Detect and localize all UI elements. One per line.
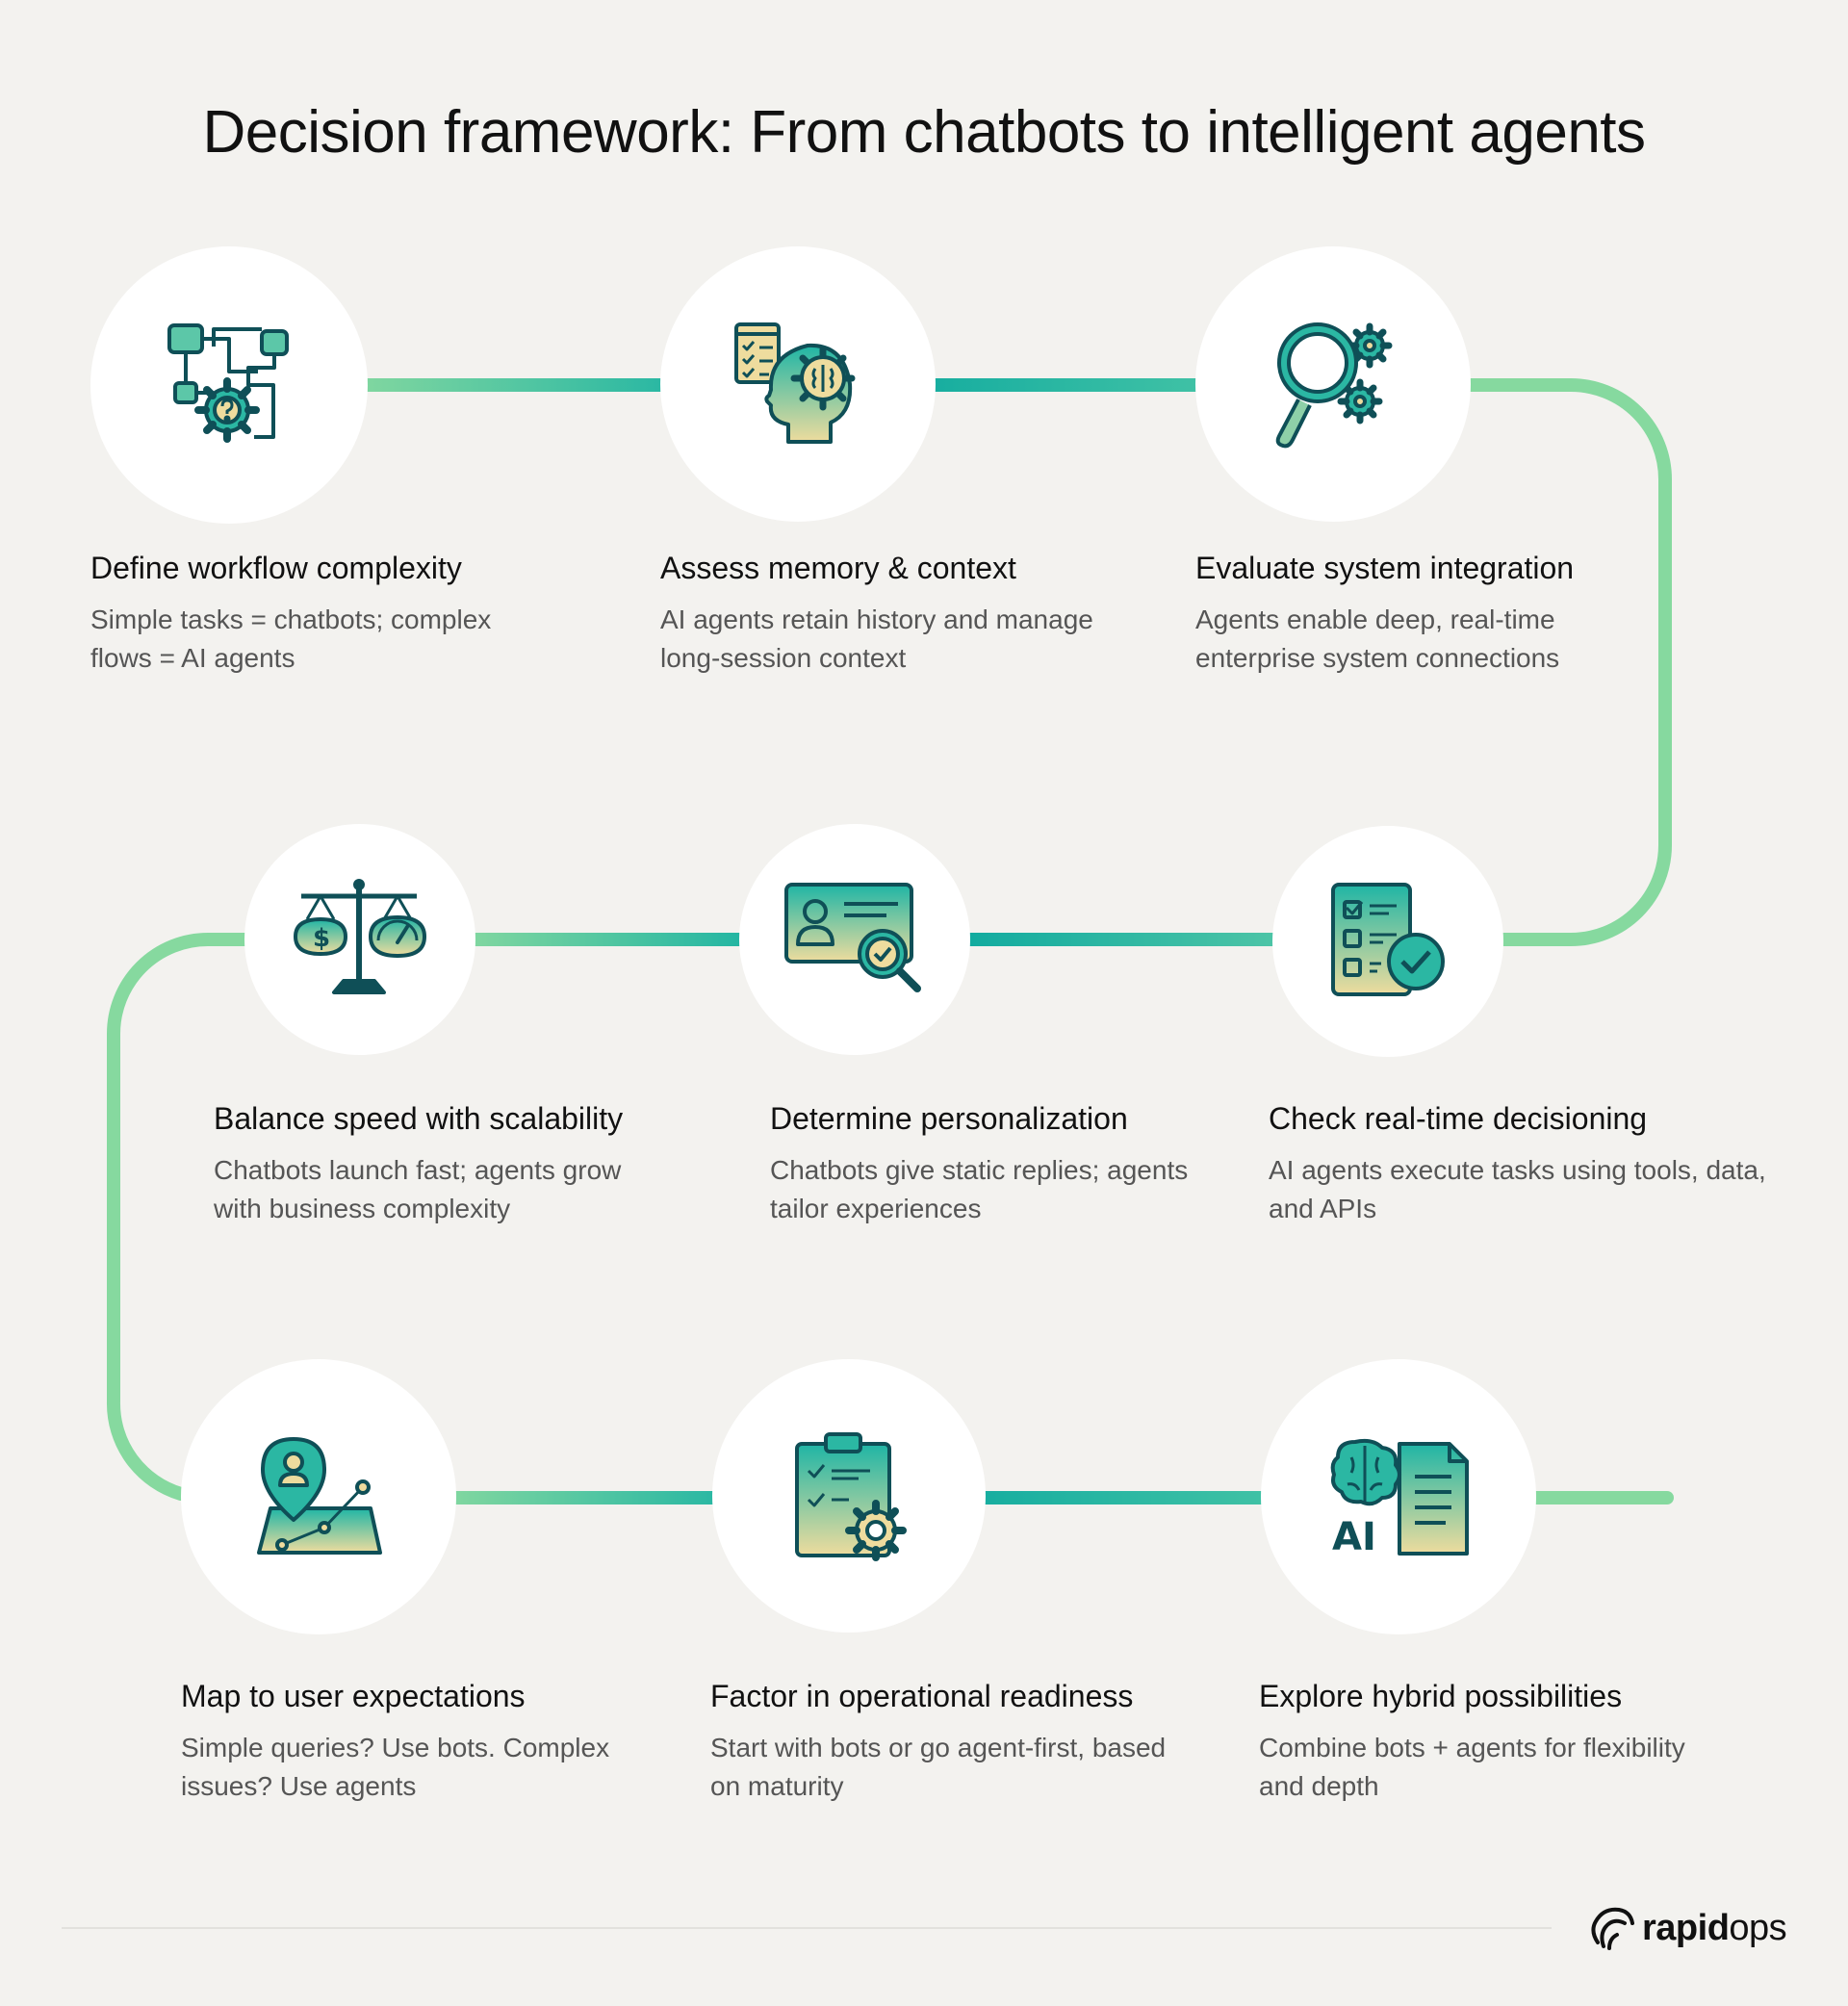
- step-title-7: Map to user expectations: [181, 1679, 526, 1713]
- magnifier-gears-icon: [1275, 322, 1393, 449]
- step-circle-6: $: [244, 824, 475, 1055]
- step-circle-2: [660, 246, 936, 522]
- step-title-9: Explore hybrid possibilities: [1259, 1679, 1623, 1713]
- step-desc-8: Start with bots or go agent-first, based…: [710, 1733, 1167, 1801]
- profile-card-icon: [784, 883, 921, 992]
- step-title-1: Define workflow complexity: [90, 551, 462, 585]
- ai-document-icon: AI: [1330, 1438, 1469, 1559]
- step-desc-5: Chatbots give static replies; agents tai…: [770, 1155, 1189, 1223]
- step-circle-5: [739, 824, 970, 1055]
- step-desc-9: Combine bots + agents for flexibility an…: [1259, 1733, 1685, 1801]
- scale-icon: $: [294, 879, 426, 994]
- step-circle-3: [1195, 246, 1471, 522]
- map-pin-icon: [257, 1437, 382, 1555]
- brand-logo: rapidops: [1588, 1904, 1787, 1952]
- step-desc-6: Chatbots launch fast; agents grow with b…: [214, 1155, 622, 1223]
- step-desc-1: Simple tasks = chatbots; complex flows =…: [90, 604, 492, 673]
- step-title-6: Balance speed with scalability: [214, 1101, 624, 1136]
- brand-name-regular: ops: [1729, 1907, 1787, 1948]
- step-circle-1: [90, 246, 368, 524]
- workflow-icon: [167, 323, 289, 443]
- step-title-3: Evaluate system integration: [1195, 551, 1575, 585]
- svg-text:$: $: [313, 924, 330, 953]
- step-circle-9: AI: [1261, 1359, 1536, 1634]
- svg-text:AI: AI: [1332, 1515, 1376, 1559]
- step-circle-8: [712, 1359, 986, 1633]
- rapidops-logo-icon: [1591, 1907, 1634, 1950]
- step-desc-2: AI agents retain history and manage long…: [660, 604, 1093, 673]
- step-title-4: Check real-time decisioning: [1269, 1101, 1648, 1136]
- step-desc-3: Agents enable deep, real-time enterprise…: [1195, 604, 1560, 673]
- checklist-icon: [1331, 883, 1445, 996]
- clipboard-gear-icon: [795, 1432, 907, 1561]
- step-desc-7: Simple queries? Use bots. Complex issues…: [181, 1733, 610, 1801]
- page-title: Decision framework: From chatbots to int…: [202, 99, 1646, 166]
- step-circle-4: [1272, 826, 1503, 1057]
- step-title-5: Determine personalization: [770, 1101, 1128, 1136]
- brain-head-icon: [734, 322, 856, 444]
- step-desc-4: AI agents execute tasks using tools, dat…: [1269, 1155, 1766, 1223]
- step-circle-7: [181, 1359, 456, 1634]
- step-title-2: Assess memory & context: [660, 551, 1016, 585]
- step-title-8: Factor in operational readiness: [710, 1679, 1134, 1713]
- brand-name: rapidops: [1642, 1907, 1787, 1949]
- brand-name-bold: rapid: [1642, 1907, 1730, 1948]
- footer-divider: [62, 1927, 1552, 1929]
